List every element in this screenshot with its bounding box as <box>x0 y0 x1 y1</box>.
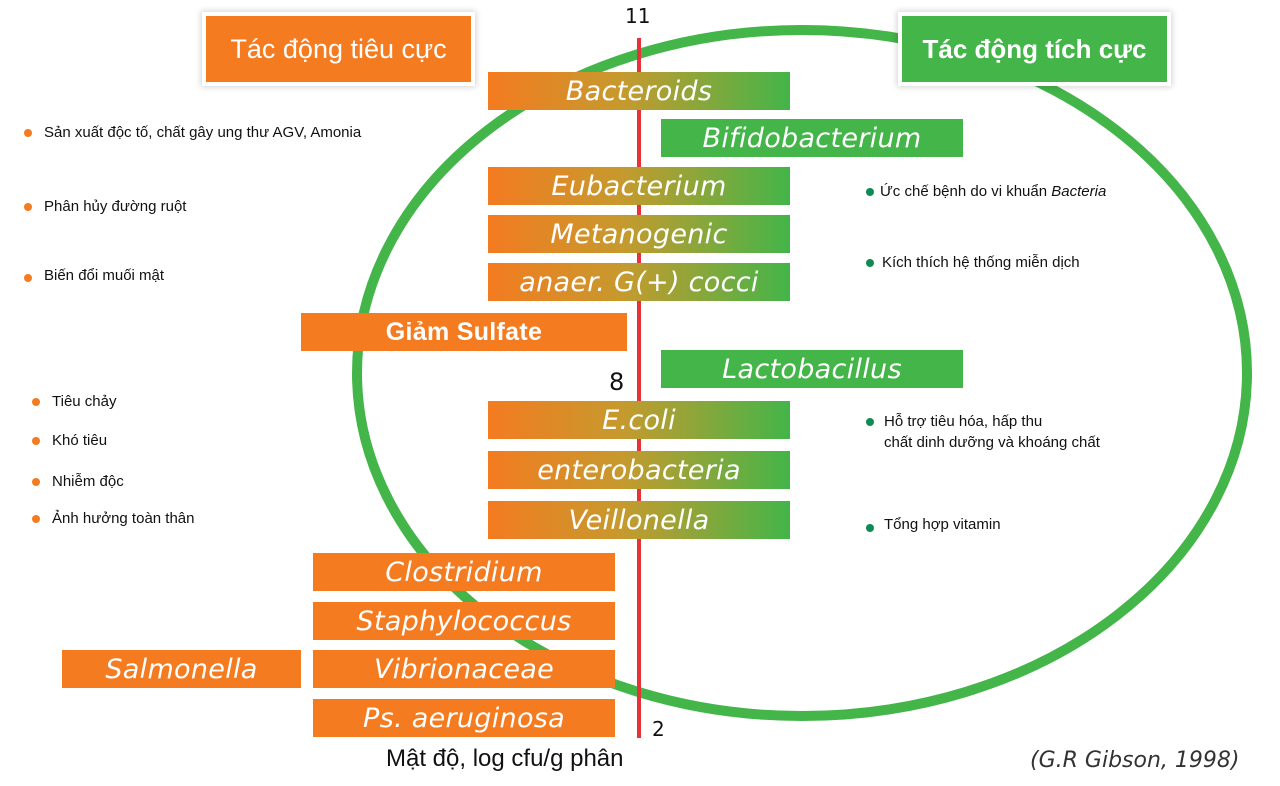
bar-bacteroids: Bacteroids <box>488 72 790 110</box>
bar-lactobacillus: Lactobacillus <box>661 350 963 388</box>
bar-veillonella: Veillonella <box>488 501 790 539</box>
negative-effect-text: Nhiễm độc <box>52 473 124 490</box>
positive-effect-line: chất dinh dưỡng và khoáng chất <box>884 434 1100 451</box>
bullet-icon <box>32 478 40 486</box>
positive-effect-text: Hỗ trợ tiêu hóa, hấp thu chất dinh dưỡng… <box>884 411 1100 453</box>
bullet-icon <box>32 398 40 406</box>
bullet-icon <box>24 129 32 137</box>
bullet-icon <box>866 524 874 532</box>
positive-effect-text-main: Ức chế bệnh do vi khuẩn <box>880 183 1052 200</box>
bar-metanogenic: Metanogenic <box>488 215 790 253</box>
bullet-icon <box>866 418 874 426</box>
gut-ring-ellipse <box>352 25 1252 721</box>
negative-effect-text: Ảnh hưởng toàn thân <box>52 510 195 527</box>
negative-effect-item: Khó tiêu <box>32 430 107 451</box>
axis-label: Mật độ, log cfu/g phân <box>386 745 624 772</box>
bullet-icon <box>866 259 874 267</box>
bar-ecoli: E.coli <box>488 401 790 439</box>
axis-tick-2: 2 <box>652 717 665 741</box>
positive-effect-text-italic: Bacteria <box>1051 183 1107 200</box>
bar-enterobacteria: enterobacteria <box>488 451 790 489</box>
bar-vibrionaceae: Vibrionaceae <box>313 650 615 688</box>
bar-bifidobacterium: Bifidobacterium <box>661 119 963 157</box>
negative-effect-text: Tiêu chảy <box>52 393 117 410</box>
positive-effect-item: Tổng hợp vitamin <box>866 514 1001 535</box>
negative-effect-item: Phân hủy đường ruột <box>24 196 186 217</box>
positive-effect-item: Hỗ trợ tiêu hóa, hấp thu chất dinh dưỡng… <box>866 411 1100 453</box>
bullet-icon <box>32 437 40 445</box>
negative-effect-item: Nhiễm độc <box>32 471 124 492</box>
bar-ps-aeruginosa: Ps. aeruginosa <box>313 699 615 737</box>
bullet-icon <box>24 274 32 282</box>
positive-effect-text: Ức chế bệnh do vi khuẩn Bacteria <box>880 181 1106 202</box>
negative-effect-item: Tiêu chảy <box>32 391 116 412</box>
positive-effect-item: Kích thích hệ thống miễn dịch <box>866 252 1080 273</box>
negative-effect-text: Phân hủy đường ruột <box>44 198 187 215</box>
negative-effect-item: Sản xuất độc tố, chất gây ung thư AGV, A… <box>24 122 361 143</box>
density-axis-line <box>637 38 641 738</box>
bar-salmonella: Salmonella <box>62 650 301 688</box>
negative-effect-item: Ảnh hưởng toàn thân <box>32 508 195 529</box>
positive-effect-item: Ức chế bệnh do vi khuẩn Bacteria <box>866 181 1106 202</box>
axis-tick-8: 8 <box>609 368 625 396</box>
positive-effect-line: Hỗ trợ tiêu hóa, hấp thu <box>884 413 1043 430</box>
negative-effect-item: Biến đổi muối mật <box>24 265 164 286</box>
source-citation: (G.R Gibson, 1998) <box>1030 748 1240 773</box>
bullet-icon <box>24 203 32 211</box>
axis-tick-11: 11 <box>625 4 651 28</box>
bar-staphylococcus: Staphylococcus <box>313 602 615 640</box>
bar-clostridium: Clostridium <box>313 553 615 591</box>
negative-effect-text: Sản xuất độc tố, chất gây ung thư AGV, A… <box>44 124 362 141</box>
positive-effects-header: Tác động tích cực <box>902 16 1167 82</box>
negative-effect-text: Biến đổi muối mật <box>44 267 165 284</box>
positive-effect-text: Tổng hợp vitamin <box>884 516 1001 533</box>
bar-giam-sulfate: Giảm Sulfate <box>301 313 627 351</box>
bar-eubacterium: Eubacterium <box>488 167 790 205</box>
negative-effects-header: Tác động tiêu cực <box>206 16 471 82</box>
negative-effect-text: Khó tiêu <box>52 432 108 449</box>
bar-anaer-g-cocci: anaer. G(+) cocci <box>488 263 790 301</box>
positive-effect-text: Kích thích hệ thống miễn dịch <box>882 254 1080 271</box>
bullet-icon <box>32 515 40 523</box>
bullet-icon <box>866 188 874 196</box>
